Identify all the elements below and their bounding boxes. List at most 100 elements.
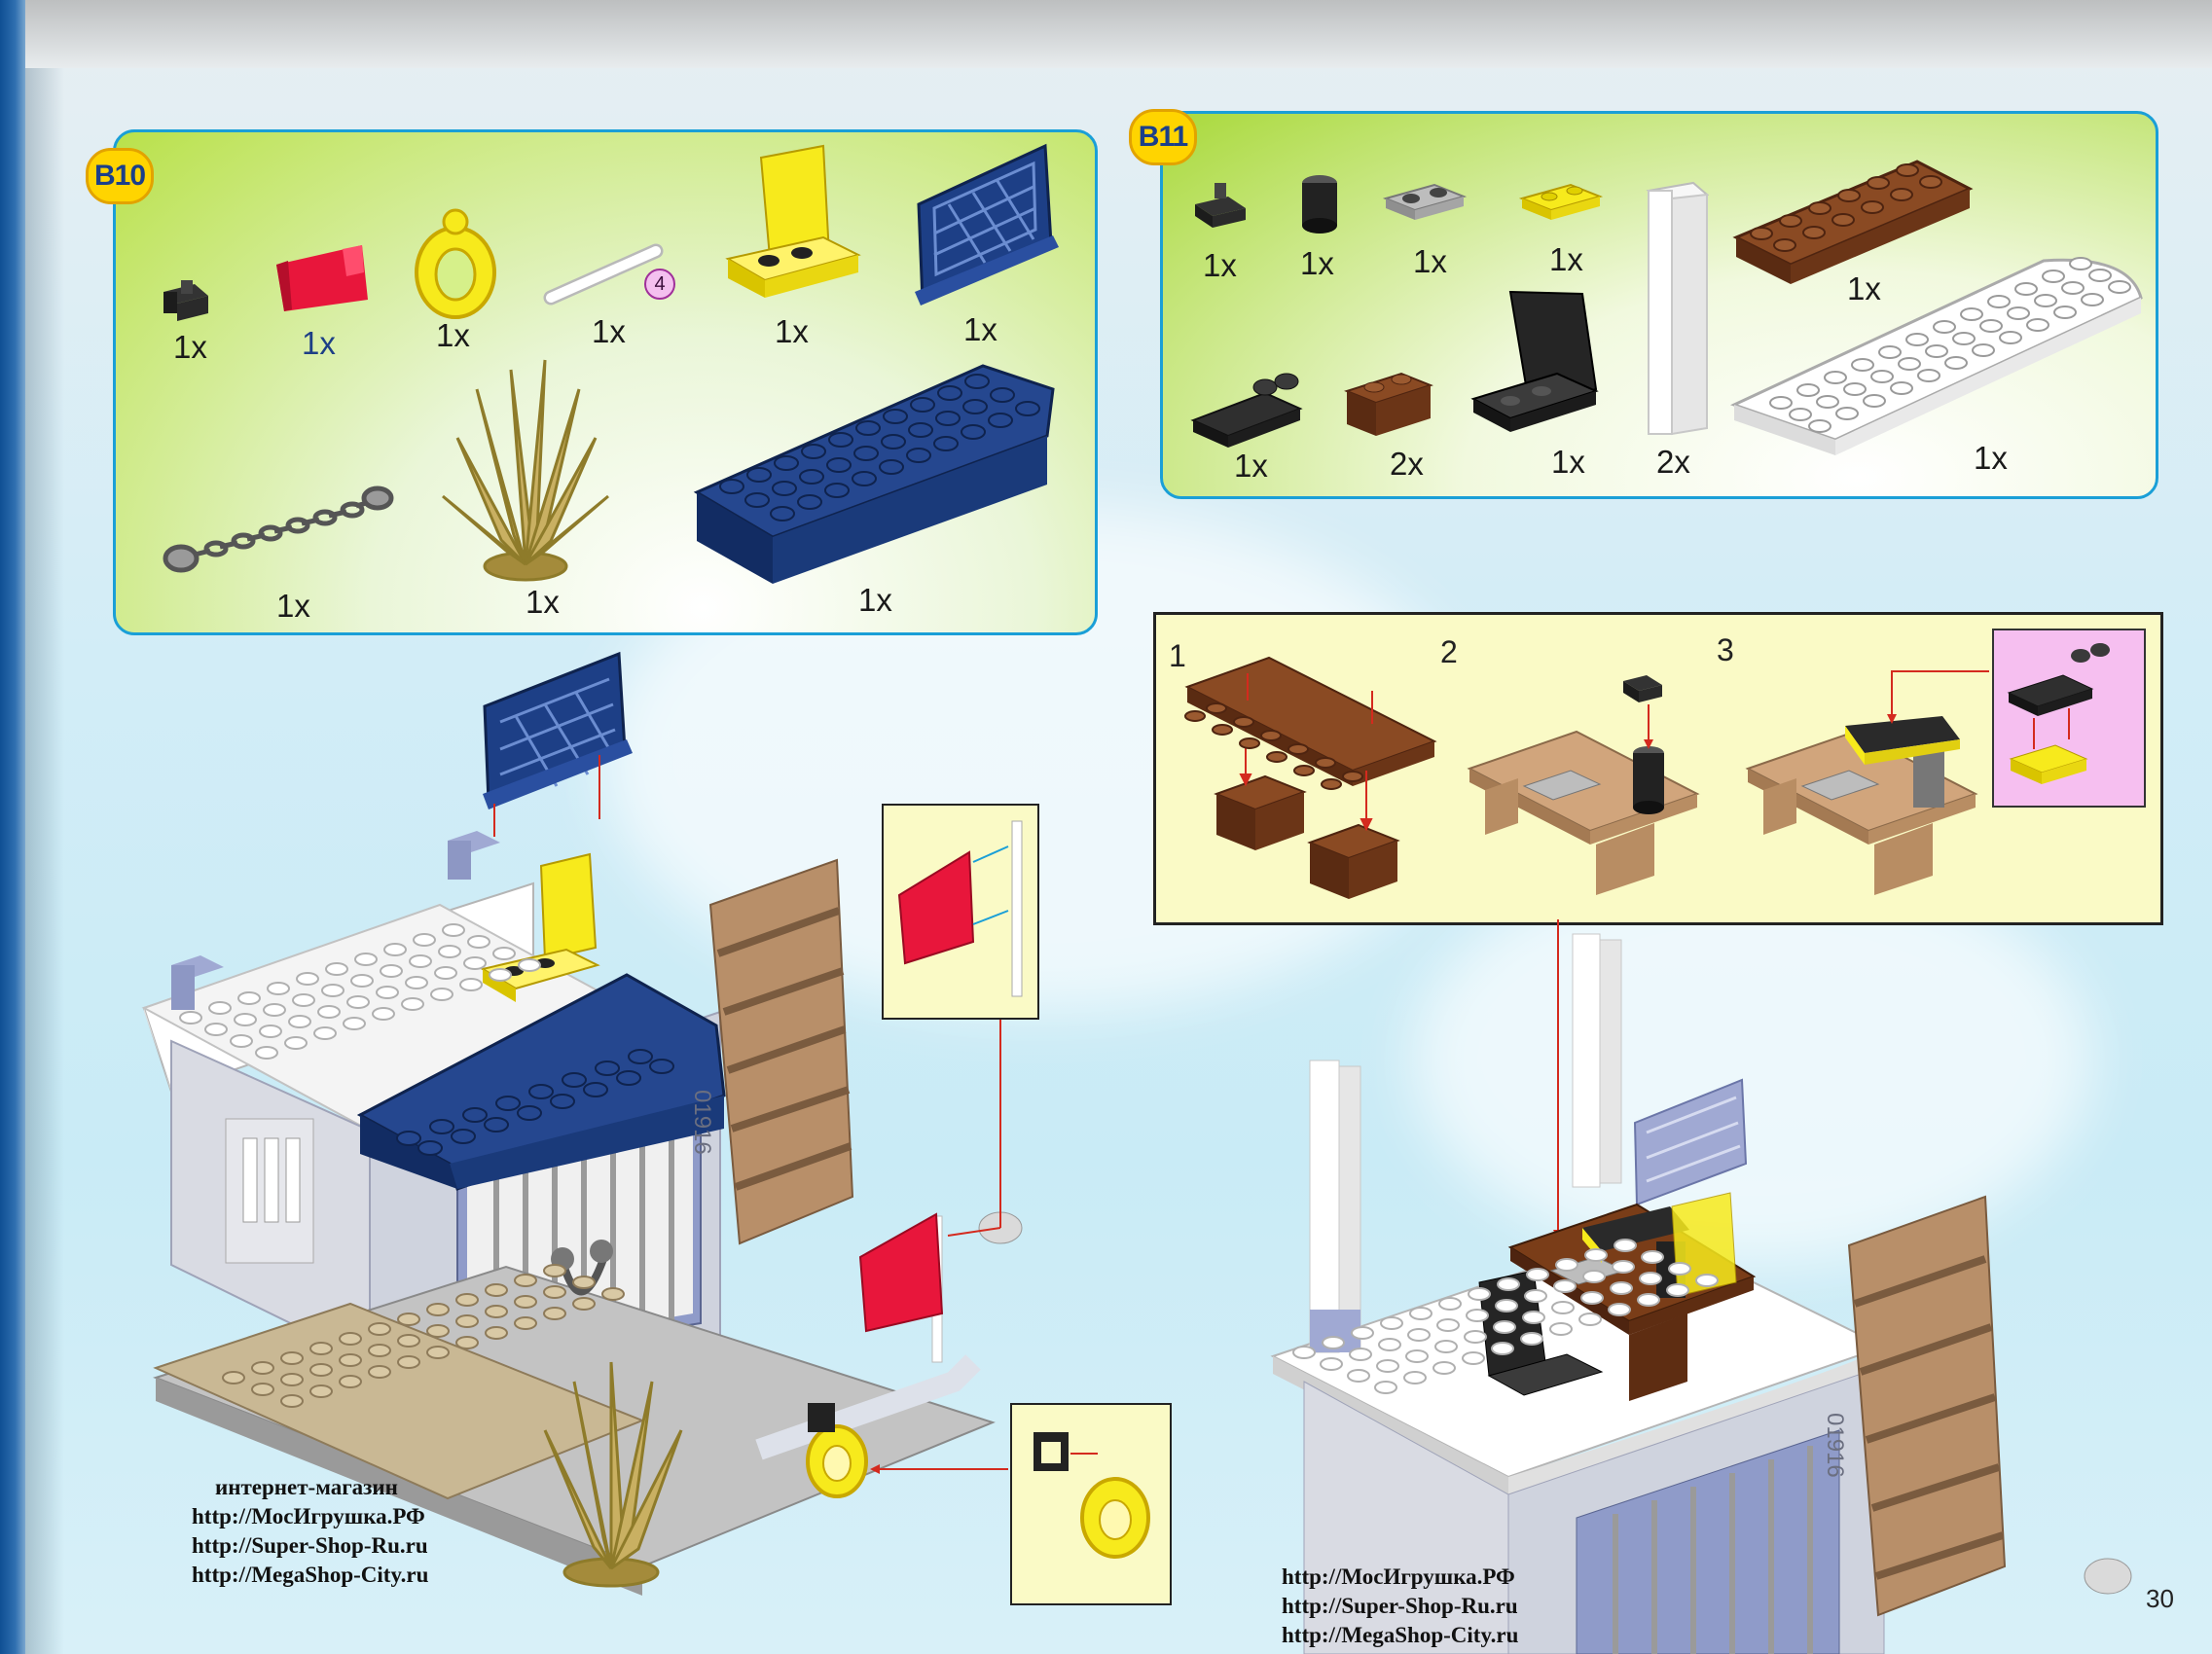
stud xyxy=(1438,1297,1462,1311)
stud xyxy=(2026,318,2049,332)
stud xyxy=(1342,771,1363,782)
stud xyxy=(1555,1258,1578,1272)
stud xyxy=(1925,344,1948,358)
stud xyxy=(1835,407,1859,420)
stud xyxy=(1863,394,1886,408)
white-columns xyxy=(1309,933,1622,1353)
stud xyxy=(1233,716,1254,728)
stud xyxy=(1769,396,1793,410)
rod-length-marker: 4 xyxy=(644,269,675,300)
stud xyxy=(933,436,959,451)
stud xyxy=(1434,1340,1458,1353)
watermark-left-line-3: http://Super-Shop-Ru.ru xyxy=(192,1533,428,1558)
stud xyxy=(368,1322,391,1336)
stud xyxy=(1905,333,1929,346)
stud xyxy=(1553,1279,1577,1293)
stud xyxy=(455,1314,479,1328)
stud xyxy=(1315,757,1336,769)
stud xyxy=(799,469,824,485)
stud xyxy=(455,1336,479,1349)
stud xyxy=(1584,1248,1608,1262)
stud xyxy=(550,1094,575,1109)
step1-brown-brick-right xyxy=(1307,823,1400,899)
stud xyxy=(1549,1322,1573,1336)
stud xyxy=(1293,765,1315,776)
stud xyxy=(1212,724,1233,736)
step-number-2: 2 xyxy=(1440,634,1458,669)
stud xyxy=(883,409,908,424)
stud xyxy=(1374,1381,1397,1394)
stud xyxy=(455,1293,479,1307)
stud xyxy=(485,1326,508,1340)
stud xyxy=(2014,282,2038,296)
stud xyxy=(1639,1272,1662,1285)
stud xyxy=(1322,1336,1345,1349)
stud xyxy=(397,1355,420,1369)
brown-brick-part xyxy=(1344,372,1433,436)
serial-number: 01916 xyxy=(689,1090,715,1155)
stud xyxy=(1614,1239,1637,1252)
stud xyxy=(1808,419,1831,433)
stud xyxy=(514,1274,537,1287)
red-flag-part xyxy=(276,245,368,311)
stud xyxy=(852,471,877,486)
stud xyxy=(601,1287,625,1301)
stud xyxy=(430,988,453,1001)
stud xyxy=(1432,1361,1456,1375)
hinge-detail-parts xyxy=(2007,643,2110,784)
stud xyxy=(1351,1326,1374,1340)
stud xyxy=(309,1363,333,1377)
stud xyxy=(543,1264,566,1277)
black-clip-part xyxy=(1195,183,1246,228)
book-binding xyxy=(0,0,25,1654)
stud xyxy=(572,1297,596,1311)
qty-white-rod: 1x xyxy=(592,313,626,349)
blue-fence-incoming xyxy=(483,651,633,837)
stud xyxy=(801,444,826,459)
stud xyxy=(255,1046,278,1060)
stud xyxy=(1380,1316,1403,1330)
stud xyxy=(2034,294,2057,307)
qty-black-clip: 1x xyxy=(173,329,207,365)
stud xyxy=(2108,280,2131,294)
watermark-left-line-4: http://MegaShop-City.ru xyxy=(192,1563,429,1587)
watermark-left-line-2: http://МосИгрушка.РФ xyxy=(192,1504,425,1528)
qty-yellow-ring: 1x xyxy=(436,317,470,353)
stud xyxy=(1551,1301,1575,1314)
stud xyxy=(1260,730,1282,741)
stud xyxy=(572,1276,596,1289)
stud xyxy=(774,455,799,471)
qty-grey-tile: 1x xyxy=(1413,243,1447,279)
stud xyxy=(595,1061,620,1076)
stud xyxy=(1378,1338,1401,1351)
qty-red-flag: 1x xyxy=(302,325,336,361)
stud xyxy=(413,933,436,947)
page-number: 30 xyxy=(2146,1584,2174,1613)
stud xyxy=(855,420,881,436)
watermark-right-line-3: http://MegaShop-City.ru xyxy=(1282,1623,1519,1647)
plate-studs xyxy=(1750,163,2131,433)
step-number-3: 3 xyxy=(1717,632,1734,667)
stud xyxy=(296,972,319,986)
stud xyxy=(1466,1309,1489,1322)
qty-yellow-plate: 1x xyxy=(1549,241,1583,277)
stud xyxy=(1526,1268,1549,1281)
hinge-detail-inset xyxy=(1992,629,2146,808)
stud xyxy=(1436,1318,1460,1332)
blue-fence-part xyxy=(915,143,1059,306)
stud xyxy=(309,1384,333,1398)
stud xyxy=(372,1007,395,1021)
step2-tan-desk xyxy=(1467,675,1700,895)
blue-plate-studs xyxy=(719,374,1040,521)
stud xyxy=(828,432,853,448)
stud xyxy=(744,492,770,508)
stud xyxy=(824,483,850,498)
stud xyxy=(263,1003,286,1017)
stud xyxy=(317,1005,341,1019)
stud xyxy=(426,1324,450,1338)
stud xyxy=(434,966,457,980)
stud xyxy=(1403,1371,1427,1384)
stud xyxy=(1641,1250,1664,1264)
